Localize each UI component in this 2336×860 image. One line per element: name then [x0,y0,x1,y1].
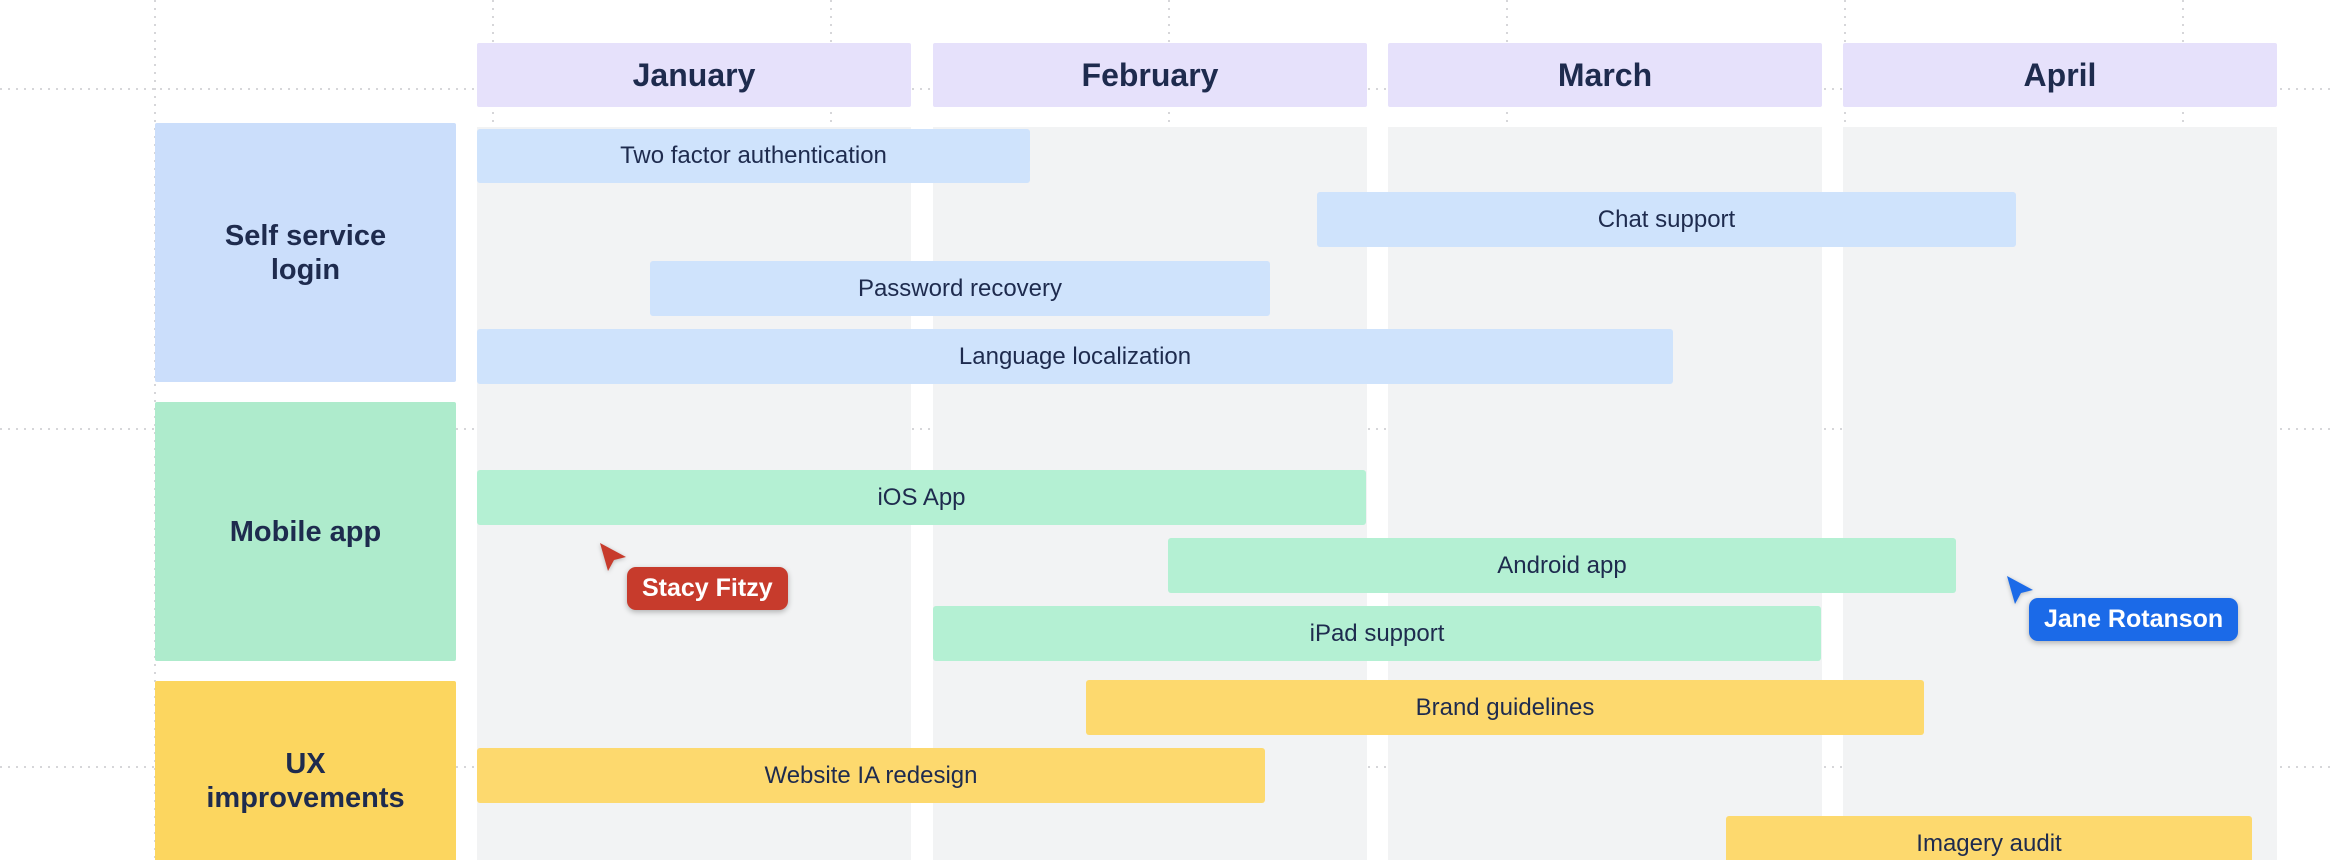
task-bar-language-localization[interactable]: Language localization [477,329,1673,384]
month-header-february[interactable]: February [933,43,1367,107]
task-bar-android-app[interactable]: Android app [1168,538,1956,593]
collaborator-cursor-icon [2007,576,2037,606]
row-label-ux-improvements[interactable]: UX improvements [155,681,456,860]
collaborator-cursor-icon [600,543,630,573]
task-bar-ios-app[interactable]: iOS App [477,470,1366,525]
task-bar-imagery-audit[interactable]: Imagery audit [1726,816,2252,860]
collaborator-name-badge: Stacy Fitzy [627,567,788,610]
task-bar-brand-guidelines[interactable]: Brand guidelines [1086,680,1924,735]
task-bar-two-factor-authentication[interactable]: Two factor authentication [477,129,1030,183]
collaborator-name-badge: Jane Rotanson [2029,598,2239,641]
month-header-april[interactable]: April [1843,43,2277,107]
month-header-march[interactable]: March [1388,43,1822,107]
task-bar-website-ia-redesign[interactable]: Website IA redesign [477,748,1265,803]
cursor-arrow-icon [600,543,626,571]
task-bar-ipad-support[interactable]: iPad support [933,606,1821,661]
task-bar-password-recovery[interactable]: Password recovery [650,261,1270,316]
cursor-arrow-icon [2007,576,2033,604]
month-column-background [1388,127,1822,860]
task-bar-chat-support[interactable]: Chat support [1317,192,2016,247]
month-column-background [1843,127,2277,860]
row-label-self-service-login[interactable]: Self service login [155,123,456,382]
row-label-mobile-app[interactable]: Mobile app [155,402,456,661]
month-header-january[interactable]: January [477,43,911,107]
